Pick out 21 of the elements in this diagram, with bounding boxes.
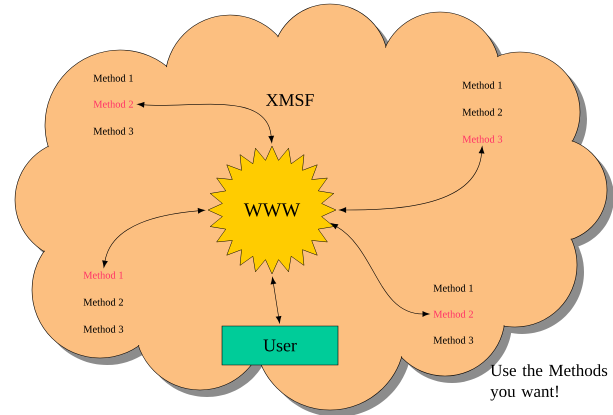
arrow <box>270 277 282 324</box>
arrow <box>339 146 484 213</box>
method-label: Method 1 <box>434 284 473 292</box>
cloud-title: XMSF <box>266 94 314 106</box>
starburst: WWW <box>208 146 336 274</box>
method-label: Method 2 <box>84 298 124 306</box>
arrow <box>137 102 274 143</box>
method-label: Method 2 <box>434 310 474 318</box>
note-text: Use the Methods you want! <box>490 364 608 401</box>
method-label: Method 3 <box>434 336 474 344</box>
method-label: Method 1 <box>462 81 502 89</box>
method-label: Method 2 <box>462 108 502 116</box>
arrow <box>102 208 205 268</box>
method-label: Method 2 <box>94 100 134 108</box>
method-label: Method 3 <box>94 127 134 135</box>
method-label: Method 3 <box>462 135 502 143</box>
arrow <box>330 223 430 317</box>
method-label: Method 1 <box>84 271 123 279</box>
method-label: Method 1 <box>94 74 133 82</box>
method-label: Method 3 <box>84 325 124 333</box>
user-box: User <box>222 326 338 366</box>
